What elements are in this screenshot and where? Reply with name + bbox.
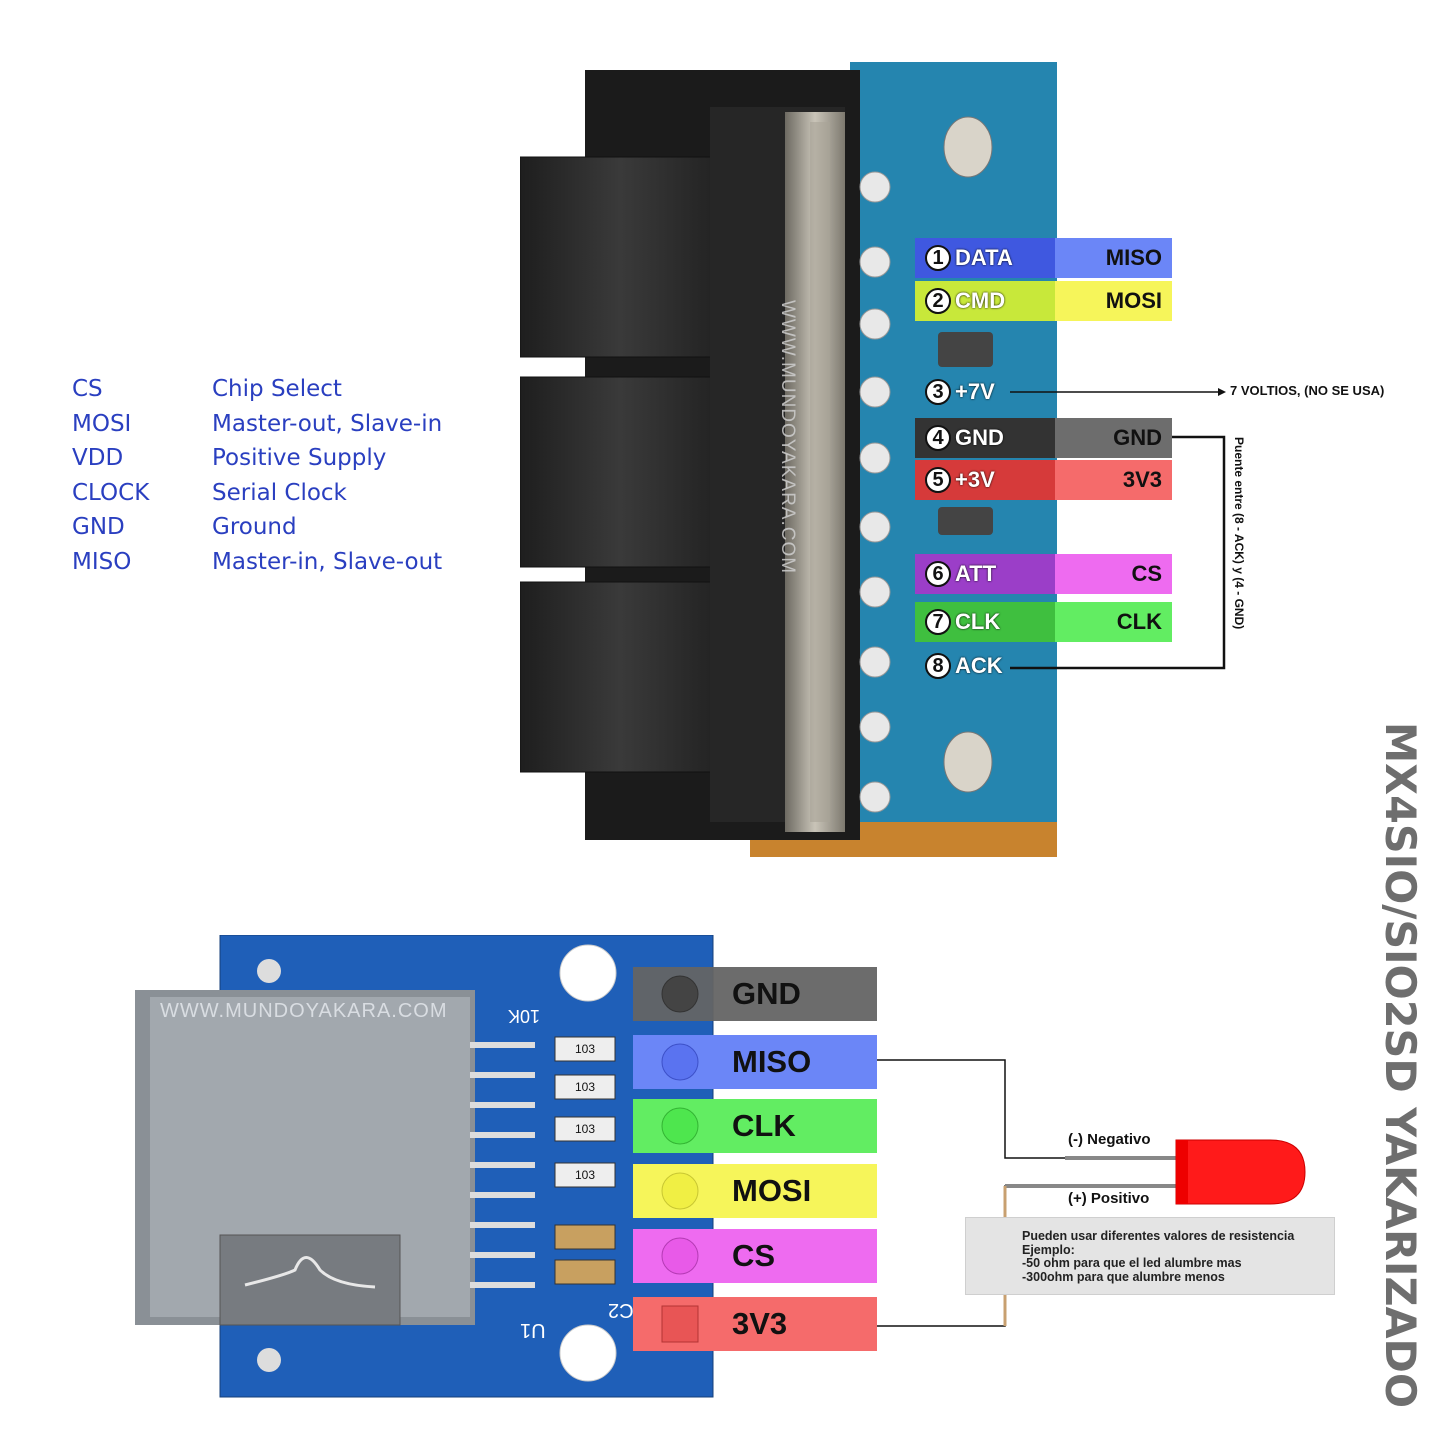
glossary-row: GND Ground bbox=[72, 510, 492, 545]
glossary-abbr: CLOCK bbox=[72, 479, 150, 506]
pin-function: MOSI bbox=[1105, 288, 1162, 313]
glossary-abbr: VDD bbox=[72, 445, 124, 471]
resistor-note-line: -300ohm para que alumbre menos bbox=[1022, 1269, 1225, 1284]
title-vertical: MX4SIO/SIO2SD YAKARIZADO bbox=[1378, 722, 1425, 1408]
glossary-abbr: CS bbox=[72, 376, 103, 402]
pin-function: CS bbox=[1131, 561, 1162, 586]
pin-name: CLK bbox=[955, 609, 1001, 634]
ps-pin-6: 6 ATT CS bbox=[915, 554, 1172, 594]
sd-pin-label: MOSI bbox=[732, 1173, 812, 1208]
glossary-row: MOSI Master-out, Slave-in bbox=[72, 407, 492, 442]
resistor-note-line: Ejemplo: bbox=[1022, 1242, 1075, 1257]
pin-function: CLK bbox=[1116, 609, 1162, 634]
pin-number-badge: 4 bbox=[925, 425, 951, 451]
pin-number-badge: 1 bbox=[925, 245, 951, 271]
pin-name: ATT bbox=[955, 561, 997, 586]
sd-pin-label: MISO bbox=[732, 1044, 812, 1079]
glossary-row: VDD Positive Supply bbox=[72, 441, 492, 476]
title-text: MX4SIO/SIO2SD YAKARIZADO bbox=[1378, 722, 1425, 1408]
bridge-note: Puente entre (8 - ACK) y (4 - GND) bbox=[1232, 437, 1246, 630]
glossary-meaning: Master-in, Slave-out bbox=[212, 548, 443, 575]
sd-pin-pads bbox=[661, 975, 699, 1343]
glossary-meaning: Master-out, Slave-in bbox=[212, 410, 443, 437]
glossary: CS Chip Select MOSI Master-out, Slave-in V… bbox=[72, 372, 492, 579]
resistor-code-mark: 103 bbox=[575, 1042, 596, 1056]
pin-number-badge: 3 bbox=[925, 379, 951, 405]
resistor-code-mark: 103 bbox=[575, 1122, 596, 1136]
pin-function: MISO bbox=[1105, 245, 1162, 270]
sd-watermark: WWW.MUNDOYAKARA.COM bbox=[160, 1000, 448, 1022]
sd-pin-label: CLK bbox=[732, 1108, 796, 1143]
ps-pin-1: 1 DATA MISO bbox=[915, 238, 1172, 278]
resistor-note-line: -50 ohm para que el led alumbre mas bbox=[1022, 1256, 1242, 1270]
ps-pin-4: 4 GND GND bbox=[915, 418, 1172, 458]
note-7v-unused: 7 VOLTIOS, (NO SE USA) bbox=[1230, 383, 1385, 398]
sd-pin-label: CS bbox=[732, 1238, 776, 1273]
ps-pin-5: 5 +3V 3V3 bbox=[915, 460, 1172, 500]
ps-connector-illustration bbox=[520, 62, 1057, 857]
pin-name: GND bbox=[955, 425, 1004, 450]
glossary-row: CS Chip Select bbox=[72, 372, 492, 407]
led-negative-label: (-) Negativo bbox=[1068, 1131, 1151, 1148]
pin-number-badge: 5 bbox=[925, 467, 951, 493]
pin-name: +3V bbox=[955, 467, 995, 492]
sd-pin-label: 3V3 bbox=[732, 1306, 788, 1341]
ps-pin-2: 2 CMD MOSI bbox=[915, 281, 1172, 321]
led-positive-label: (+) Positivo bbox=[1068, 1190, 1150, 1207]
glossary-meaning: Positive Supply bbox=[212, 445, 387, 471]
pin-number-badge: 2 bbox=[925, 288, 951, 314]
ps-watermark: WWW.MUNDOYAKARA.COM bbox=[777, 300, 798, 575]
glossary-meaning: Ground bbox=[212, 514, 297, 540]
resistor-code-mark: 103 bbox=[575, 1168, 596, 1182]
glossary-abbr: MISO bbox=[72, 548, 132, 575]
ps-pin-7: 7 CLK CLK bbox=[915, 602, 1172, 642]
pin-name: DATA bbox=[955, 245, 1013, 270]
ps-pin-3: 3 +7V bbox=[915, 372, 1035, 412]
ps-pin-8: 8 ACK bbox=[915, 646, 1035, 686]
resistor-note-line: Pueden usar diferentes valores de resist… bbox=[1022, 1229, 1295, 1243]
pin-function: 3V3 bbox=[1122, 467, 1162, 492]
glossary-abbr: MOSI bbox=[72, 410, 132, 437]
glossary-abbr: GND bbox=[72, 514, 125, 540]
glossary-meaning: Chip Select bbox=[212, 376, 342, 402]
sd-pin-label: GND bbox=[732, 976, 801, 1011]
pin-name: +7V bbox=[955, 379, 995, 404]
pin-number-badge: 6 bbox=[925, 561, 951, 587]
pin-number-badge: 8 bbox=[925, 653, 951, 679]
resistor-note-box: Pueden usar diferentes valores de resist… bbox=[965, 1217, 1335, 1295]
pin-function: GND bbox=[1113, 425, 1162, 450]
glossary-row: MISO Master-in, Slave-out bbox=[72, 545, 492, 580]
glossary-meaning: Serial Clock bbox=[212, 479, 347, 506]
pin-number-badge: 7 bbox=[925, 609, 951, 635]
sd-module-illustration bbox=[135, 935, 714, 1398]
resistor-code-mark: 103 bbox=[575, 1080, 596, 1094]
pin-name: CMD bbox=[955, 288, 1006, 313]
pin-name: ACK bbox=[955, 653, 1003, 678]
glossary-row: CLOCK Serial Clock bbox=[72, 476, 492, 511]
